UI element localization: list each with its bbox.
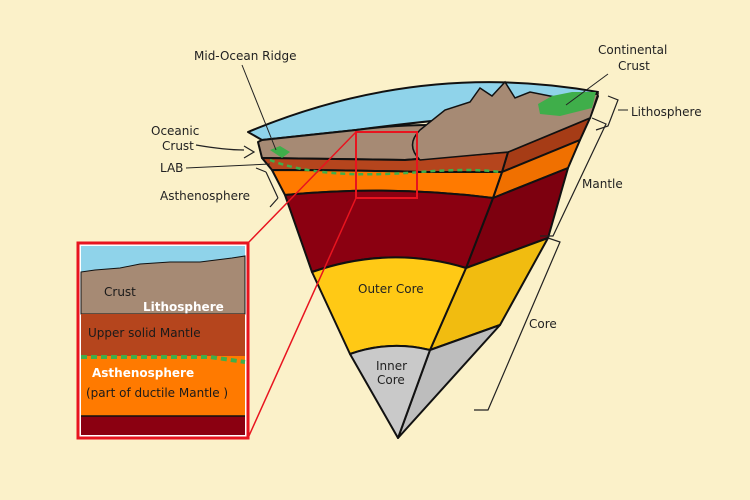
label-mid-ocean-ridge: Mid-Ocean Ridge	[194, 49, 296, 63]
vegetation-small	[270, 146, 290, 158]
inset-asthenosphere	[81, 356, 245, 416]
inset-label-upper-solid-mantle: Upper solid Mantle	[88, 326, 201, 340]
label-mantle: Mantle	[582, 177, 623, 191]
zoom-connector-bottom	[247, 197, 357, 439]
label-inner-core-1: Inner	[376, 359, 407, 373]
brace-oceanic-crust	[195, 144, 256, 159]
label-oceanic-crust-1: Oceanic	[151, 124, 199, 138]
inset-label-asthenosphere: Asthenosphere	[92, 366, 194, 380]
lab-boundary	[269, 158, 501, 176]
brace-mantle	[540, 117, 607, 237]
inset-lower-mantle	[81, 416, 245, 435]
brace-lithosphere	[595, 95, 619, 131]
inner-core-layer	[349, 344, 431, 439]
earth-wedge	[247, 81, 599, 439]
leader-mid-ocean-ridge	[241, 64, 277, 151]
zoom-highlight-box	[355, 131, 418, 199]
label-oceanic-crust-2: Crust	[162, 139, 194, 153]
brace-asthenosphere	[255, 167, 279, 208]
zoom-connector-top	[247, 131, 357, 244]
inset-zoom-panel: Crust Lithosphere Upper solid Mantle Ast…	[76, 241, 250, 440]
label-outer-core: Outer Core	[358, 282, 424, 296]
brace-core	[474, 237, 561, 411]
label-continental-crust-1: Continental	[598, 43, 667, 57]
label-core: Core	[529, 317, 557, 331]
inset-label-crust: Crust	[104, 285, 136, 299]
inset-label-ductile-note: (part of ductile Mantle )	[86, 386, 228, 400]
leader-lab	[185, 163, 271, 169]
label-continental-crust-2: Crust	[618, 59, 650, 73]
inset-ocean	[81, 246, 245, 272]
label-inner-core-2: Core	[377, 373, 405, 387]
label-lab: LAB	[160, 161, 183, 175]
label-lithosphere: Lithosphere	[631, 105, 702, 119]
leader-continental-crust	[565, 73, 609, 106]
label-asthenosphere: Asthenosphere	[160, 189, 250, 203]
inset-label-lithosphere: Lithosphere	[143, 300, 224, 314]
inset-upper-mantle	[81, 314, 245, 356]
inset-lab-boundary	[81, 355, 246, 364]
